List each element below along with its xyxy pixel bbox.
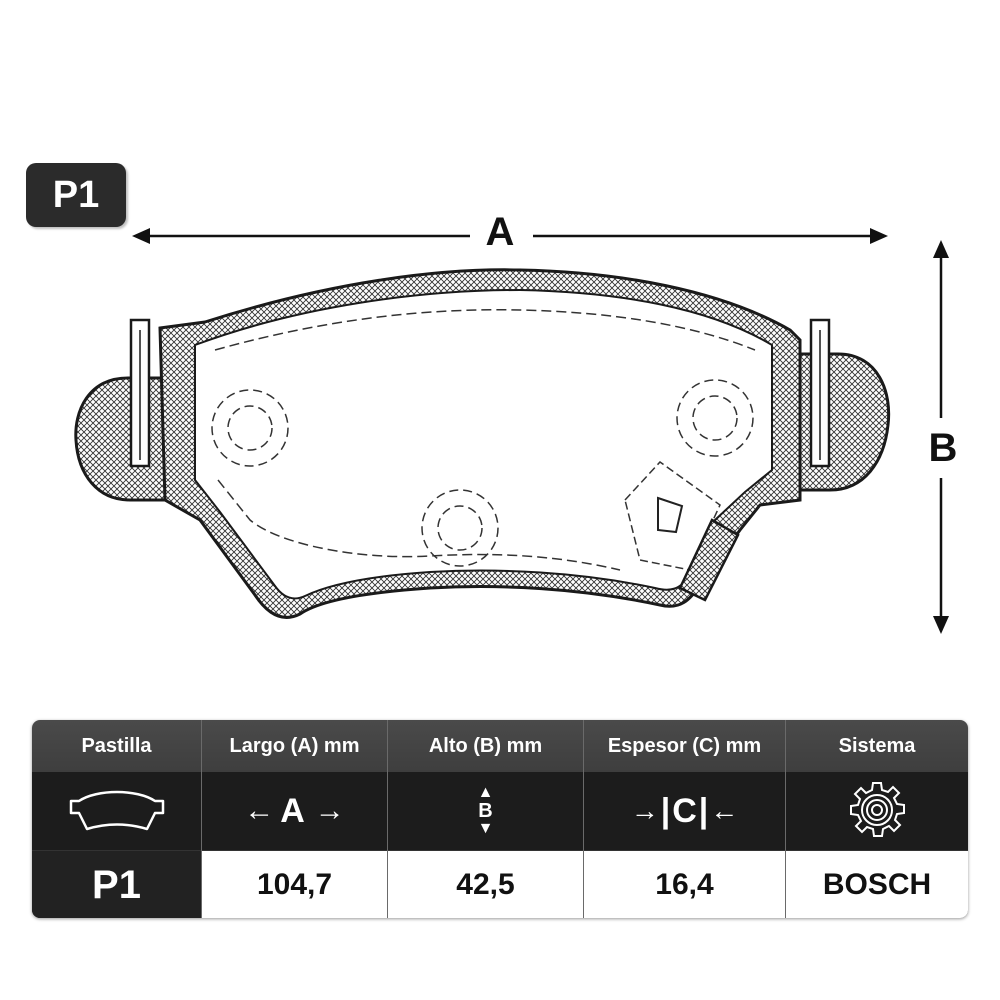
column-pastilla: Pastilla P1 — [32, 720, 202, 918]
system-value: BOSCH — [786, 850, 968, 918]
brake-pad-drawing — [74, 228, 949, 634]
height-value: 42,5 — [388, 850, 583, 918]
column-header: Largo (A) mm — [229, 734, 360, 757]
left-ear — [74, 376, 167, 502]
dimension-b-label: B — [928, 426, 958, 470]
piston-circle-right — [676, 379, 754, 457]
thickness-icon-letter: C — [672, 791, 697, 830]
thickness-arrows-icon: → | C | ← — [584, 772, 785, 850]
column-header: Sistema — [838, 734, 916, 757]
pad-code-badge: P1 — [26, 163, 126, 227]
column-header: Pastilla — [81, 734, 152, 757]
dimension-a-label: A — [485, 210, 515, 254]
height-icon-letter: B — [478, 800, 493, 822]
dimension-a-arrow — [132, 228, 888, 244]
pad-code-value: P1 — [32, 850, 201, 918]
length-value: 104,7 — [202, 850, 387, 918]
height-arrows-icon: ▲ B ▼ — [388, 772, 583, 850]
brake-pad-icon — [32, 772, 201, 850]
dashed-contour — [214, 309, 756, 351]
column-sistema: Sistema BOSCH — [786, 720, 968, 918]
column-alto: Alto (B) mm ▲ B ▼ 42,5 — [388, 720, 584, 918]
length-icon-letter: A — [280, 791, 309, 830]
dimension-b-arrow — [933, 240, 949, 634]
thickness-value: 16,4 — [584, 850, 785, 918]
gear-icon — [786, 772, 968, 850]
friction-material — [194, 288, 773, 600]
length-arrows-icon: ← A → — [202, 772, 387, 850]
column-largo: Largo (A) mm ← A → 104,7 — [202, 720, 388, 918]
dashed-contour-lower — [217, 479, 621, 571]
column-espesor: Espesor (C) mm → | C | ← 16,4 — [584, 720, 786, 918]
right-clip-tab — [809, 318, 831, 468]
column-header: Espesor (C) mm — [607, 734, 762, 757]
piston-circle-left — [211, 389, 289, 467]
spec-table: Pastilla P1 Largo (A) mm ← A → 104,7 Alt… — [32, 720, 968, 918]
piston-circle-center — [421, 489, 499, 567]
wear-sensor-clip — [624, 461, 740, 602]
left-clip-tab — [129, 318, 151, 468]
column-header: Alto (B) mm — [428, 734, 543, 757]
